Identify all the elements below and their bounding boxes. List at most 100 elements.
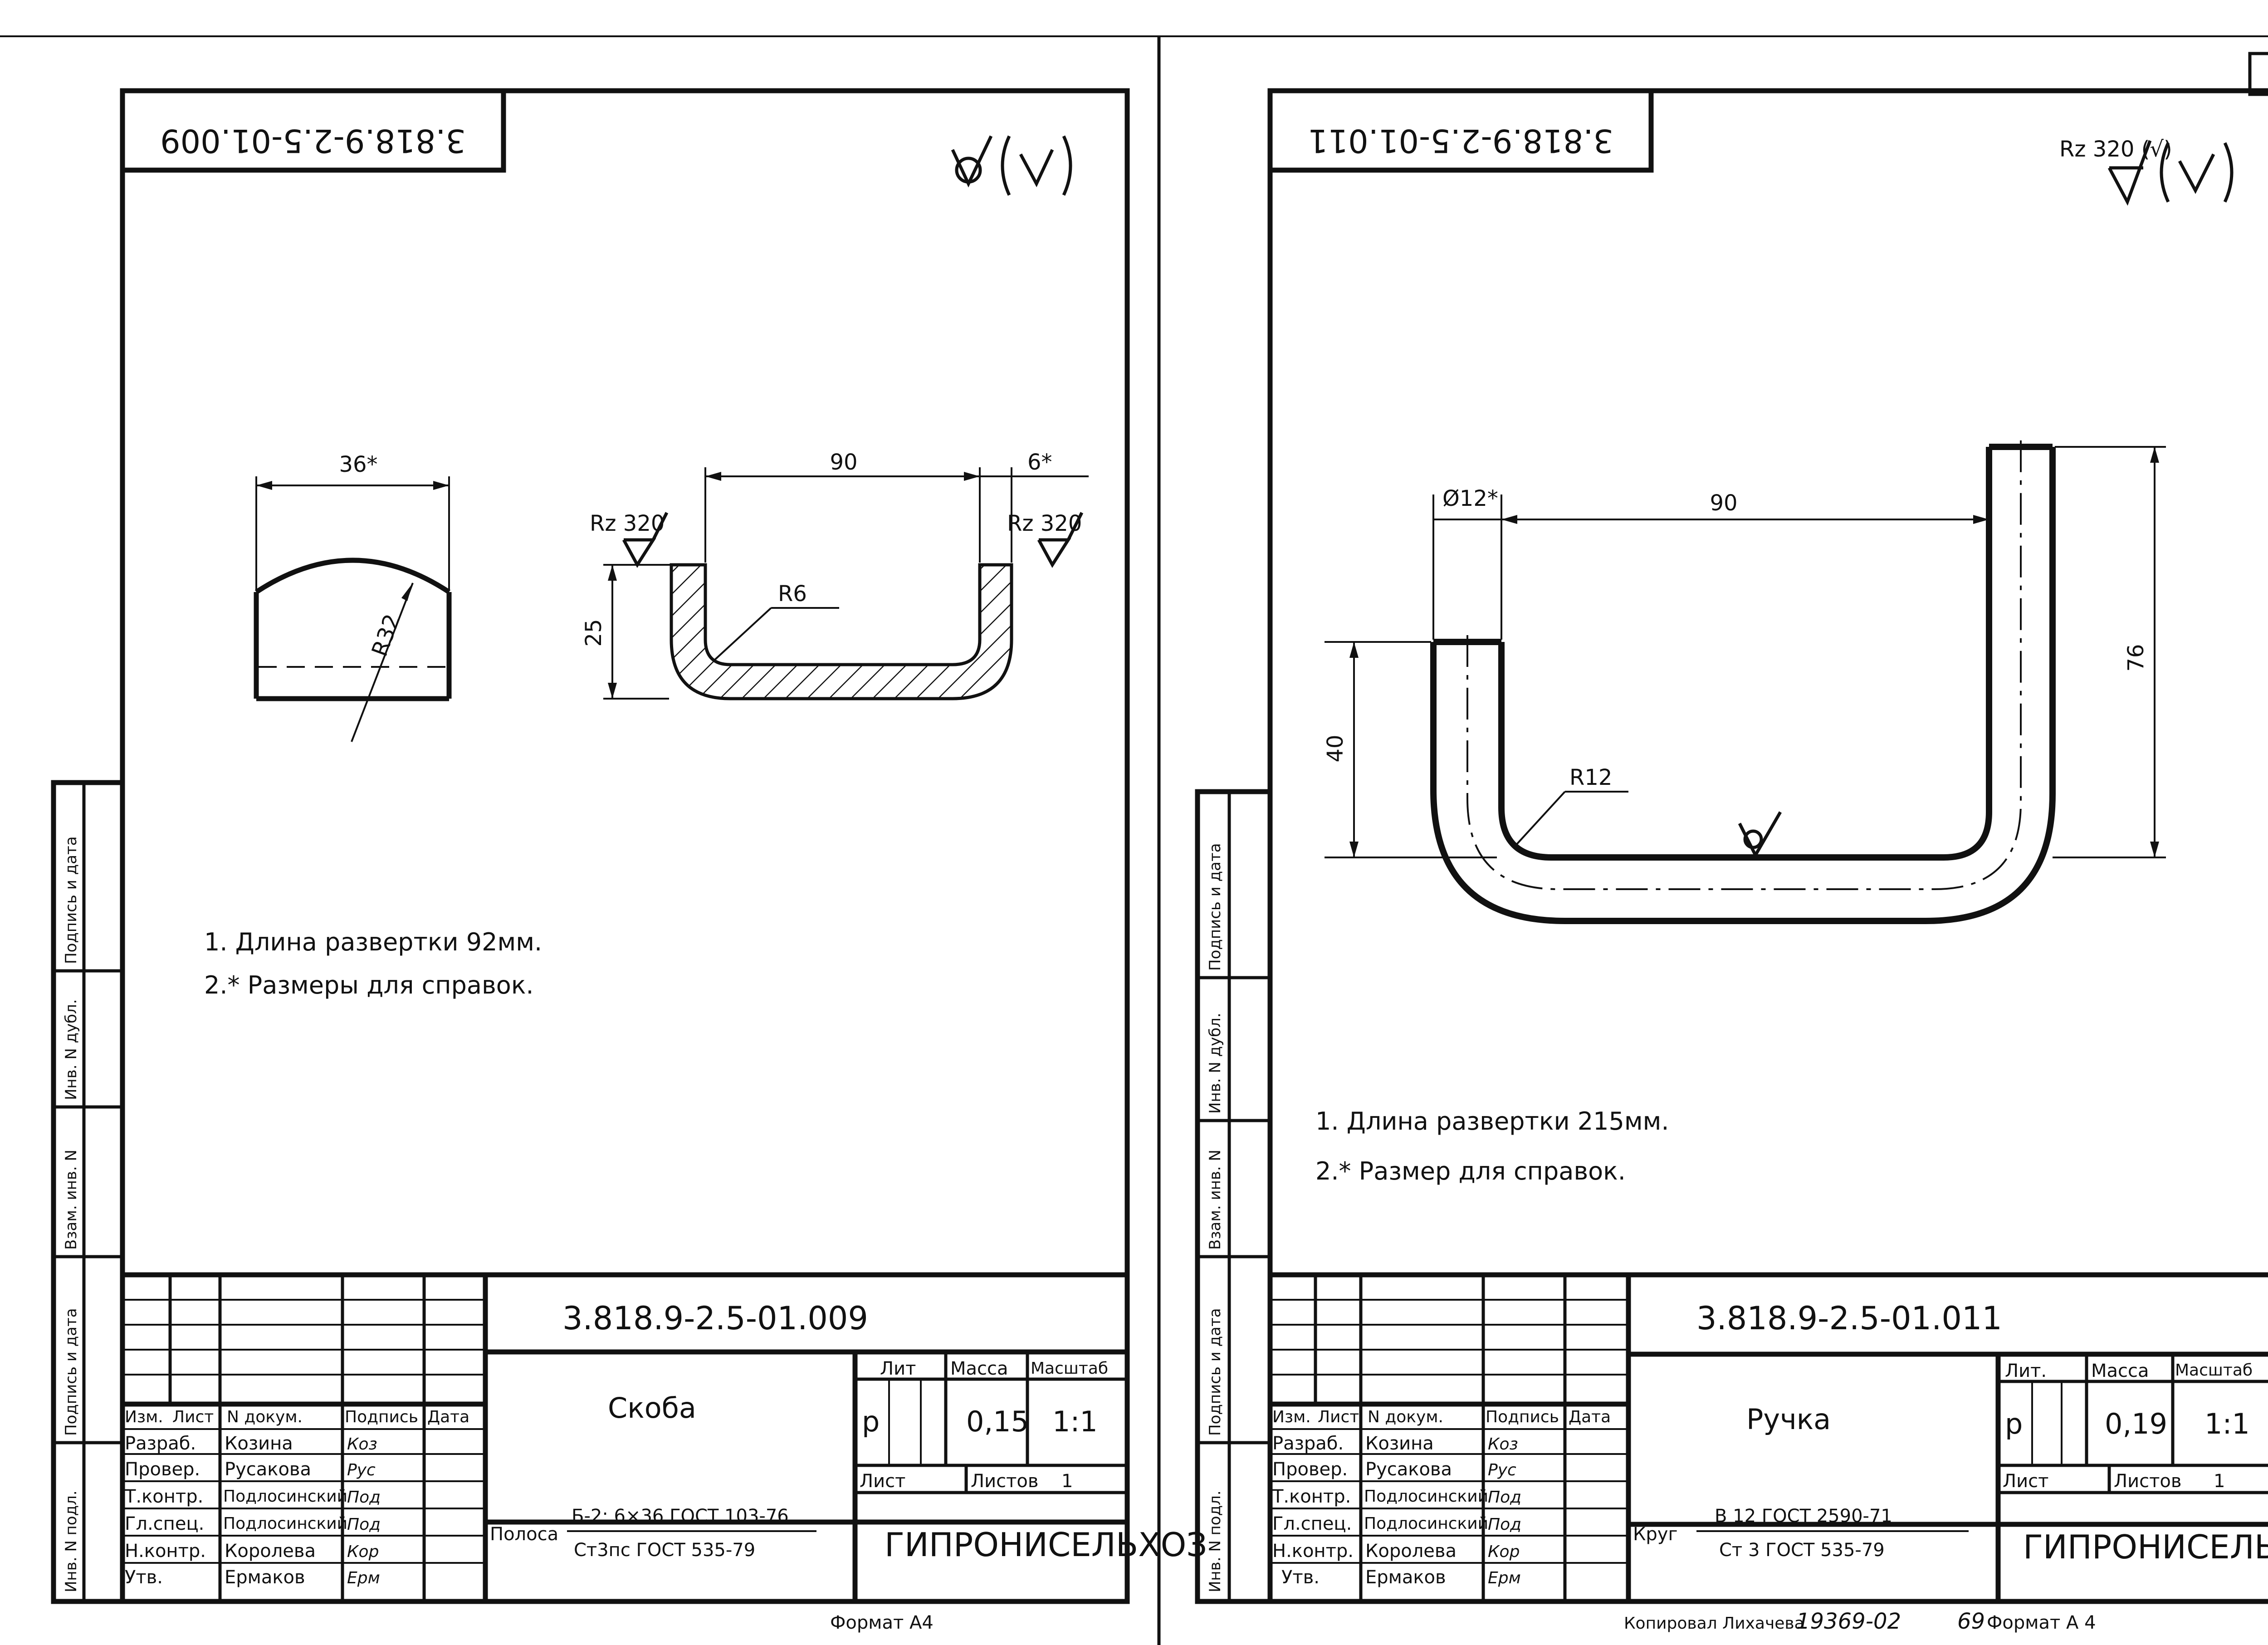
person-nkontr: Королева: [1365, 1541, 1457, 1562]
side-label-inv-podl: Инв. N подл.: [1206, 1490, 1224, 1592]
dim-inner-width: 90: [1710, 490, 1737, 516]
person-razrab: Козина: [225, 1433, 293, 1454]
value-mass: 0,15: [966, 1405, 1029, 1438]
label-mass: Масса: [950, 1358, 1008, 1379]
dim-bend-radius: R6: [778, 581, 807, 607]
dim-width: 36*: [339, 452, 377, 477]
person-prover: Русакова: [225, 1459, 311, 1480]
role-prover: Провер.: [125, 1459, 200, 1480]
doc-code: 3.818.9-2.5-01.009: [562, 1300, 868, 1337]
value-sheets: 1: [1061, 1471, 1073, 1492]
header-ndoc: N докум.: [1368, 1408, 1443, 1426]
doc-code: 3.818.9-2.5-01.011: [1696, 1300, 2002, 1337]
header-sign: Подпись: [1486, 1408, 1559, 1426]
title-block: Изм. Лист N докум. Подпись Дата Разраб. …: [1270, 1272, 2268, 1601]
side-label-inv-dubl: Инв. N дубл.: [62, 999, 80, 1100]
side-label-inv-podl: Инв. N подл.: [62, 1490, 80, 1592]
dim-height-left: 40: [1323, 734, 1348, 762]
side-label-sign-date-2: Подпись и дата: [62, 836, 80, 964]
header-ndoc: N докум.: [227, 1408, 303, 1426]
value-scale: 1:1: [2204, 1407, 2250, 1440]
dim-bend-radius: R12: [1569, 765, 1612, 790]
side-stamp: Инв. N подл. Подпись и дата Взам. инв. N…: [1195, 789, 1273, 1604]
role-razrab: Разраб.: [1272, 1433, 1344, 1454]
person-nkontr: Королева: [225, 1541, 316, 1562]
material-line2: Ст3пс ГОСТ 535-79: [574, 1540, 755, 1561]
header-list: Лист: [172, 1408, 214, 1426]
header-date: Дата: [1569, 1408, 1611, 1426]
material-line2: Ст 3 ГОСТ 535-79: [1719, 1540, 1885, 1561]
value-lit: р: [862, 1405, 880, 1438]
sign-tkontr: Под: [347, 1488, 381, 1507]
header-izm: Изм.: [125, 1408, 163, 1426]
material-prefix: Полоса: [490, 1524, 558, 1545]
role-tkontr: Т.контр.: [1272, 1486, 1351, 1507]
dim-thickness: 6*: [1027, 450, 1052, 475]
role-prover: Провер.: [1272, 1459, 1348, 1480]
label-sheet: Лист: [860, 1471, 905, 1492]
value-lit: р: [2005, 1407, 2023, 1440]
header-date: Дата: [427, 1408, 469, 1426]
label-sheets: Листов: [971, 1471, 1038, 1492]
page-ref: 69: [1957, 1609, 1985, 1634]
side-stamp: Инв. N подл. Подпись и дата Взам. инв. N…: [51, 780, 125, 1604]
role-tkontr: Т.контр.: [124, 1486, 203, 1507]
mirrored-code: 3.818.9-2.5-01.009: [160, 122, 466, 159]
sheet-left: 3.818.9-2.5-01.009 36*: [51, 88, 1207, 1633]
role-nkontr: Н.контр.: [1272, 1541, 1354, 1562]
title-block: Изм. Лист N докум. Подпись Дата Разраб. …: [122, 1272, 1207, 1601]
role-nkontr: Н.контр.: [125, 1541, 206, 1562]
header-sign: Подпись: [345, 1408, 418, 1426]
dim-height: 25: [581, 619, 606, 646]
value-sheets: 1: [2214, 1471, 2225, 1492]
sign-utv: Ерм: [1488, 1569, 1521, 1587]
mirrored-code-box: [1267, 88, 1654, 173]
header-list: Лист: [1318, 1408, 1359, 1426]
bracket-section: 90 6* 25 R6 Rz 320 Rz 320: [581, 450, 1089, 700]
sign-prover: Рус: [1488, 1461, 1516, 1479]
format-label: Формат А 4: [1987, 1612, 2096, 1633]
rough-left: Rz 320: [590, 511, 665, 536]
roughness-symbol: Rz 320 (√): [2059, 137, 2234, 206]
sign-glspec: Под: [347, 1515, 381, 1534]
material-line1: В 12 ГОСТ 2590-71: [1715, 1506, 1892, 1527]
label-lit: Лит.: [2005, 1361, 2047, 1381]
dim-inner-width: 90: [830, 450, 857, 475]
side-label-sign-date: Подпись и дата: [62, 1308, 80, 1436]
role-utv: Утв.: [125, 1567, 163, 1588]
order-number: 19369-02: [1796, 1609, 1901, 1634]
label-scale: Масштаб: [2175, 1361, 2253, 1380]
header-izm: Изм.: [1272, 1408, 1311, 1426]
label-sheet: Лист: [2003, 1471, 2048, 1492]
org-name: ГИПРОНИСЕЛЬХОЗ: [2023, 1528, 2268, 1566]
side-label-sign-date-2: Подпись и дата: [1206, 843, 1224, 971]
person-utv: Ермаков: [1365, 1567, 1446, 1588]
part-name: Скоба: [608, 1391, 696, 1425]
label-sheets: Листов: [2114, 1471, 2181, 1492]
role-glspec: Гл.спец.: [1272, 1513, 1352, 1534]
person-tkontr: Подлосинский: [1364, 1487, 1488, 1506]
note-2: 2.* Размер для справок.: [1315, 1157, 1626, 1185]
side-label-vzam: Взам. инв. N: [1206, 1150, 1224, 1250]
handle-view: Ø12* 90 76 40 R12: [1323, 436, 2166, 924]
blank-view: 36* R32: [254, 452, 452, 742]
material-line1: Б-2; 6×36 ГОСТ 103-76: [572, 1506, 789, 1527]
role-utv: Утв.: [1281, 1567, 1320, 1588]
mirrored-code: 3.818.9-2.5-01.011: [1308, 122, 1613, 159]
person-glspec: Подлосинский: [1364, 1514, 1488, 1533]
note-1: 1. Длина развертки 92мм.: [204, 928, 542, 956]
rough-general-label: Rz 320 (√): [2059, 137, 2172, 162]
sign-prover: Рус: [347, 1461, 376, 1479]
sign-tkontr: Под: [1488, 1488, 1521, 1507]
dim-height-right: 76: [2123, 644, 2149, 671]
note-2: 2.* Размеры для справок.: [204, 971, 534, 999]
person-razrab: Козина: [1365, 1433, 1434, 1454]
format-label: Формат А4: [830, 1612, 934, 1633]
dim-diameter: Ø12*: [1442, 486, 1498, 511]
material-prefix: Круг: [1633, 1524, 1677, 1545]
sheet-right: 3.818.9-2.5-01.011 Rz 320 (√) Ø12* 90: [1195, 88, 2268, 1634]
sign-nkontr: Кор: [347, 1542, 379, 1561]
part-name: Ручка: [1746, 1403, 1831, 1436]
dim-radius-blank: R32: [367, 611, 406, 660]
